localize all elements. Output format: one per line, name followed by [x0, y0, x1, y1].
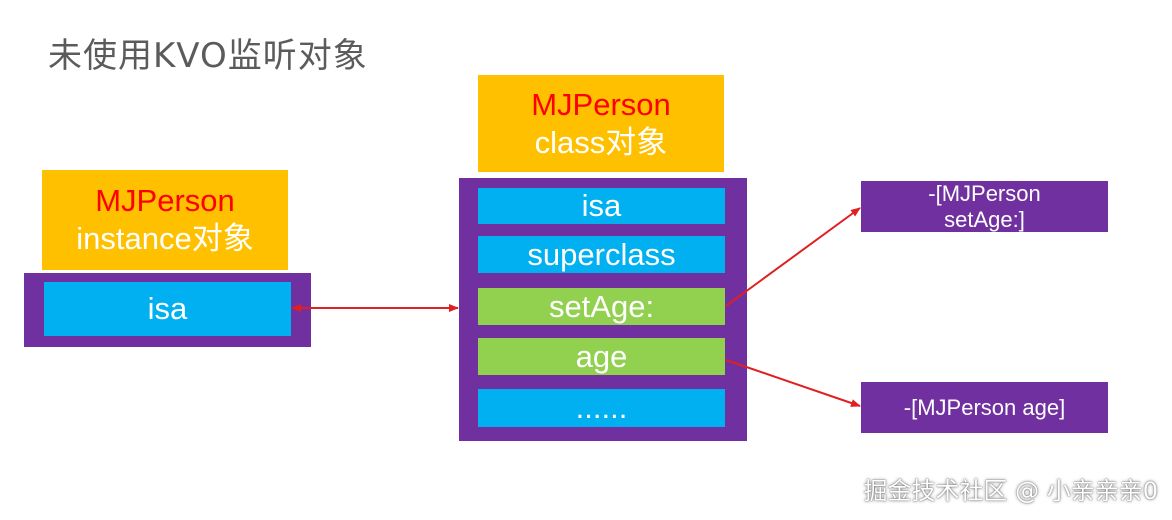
method-setage-line2: setAge:]: [944, 206, 1025, 232]
method-age-label: -[MJPerson age]: [903, 394, 1066, 420]
class-row-ellipsis-label: ......: [575, 390, 628, 425]
instance-kind-label: instance对象: [76, 221, 254, 256]
class-object-box: isa superclass setAge: age ......: [459, 178, 747, 441]
class-row-ellipsis: ......: [478, 389, 725, 427]
class-class-name: MJPerson: [531, 86, 671, 122]
instance-object-box: isa: [24, 273, 311, 347]
instance-isa-label: isa: [147, 291, 188, 326]
age-method-arrow: [725, 359, 861, 407]
class-row-isa-label: isa: [581, 188, 622, 223]
page-title: 未使用KVO监听对象: [48, 36, 368, 76]
method-age-box: -[MJPerson age]: [861, 382, 1108, 433]
setage-method-arrow: [725, 207, 861, 307]
class-row-setage-label: setAge:: [548, 288, 655, 324]
watermark: 掘金技术社区 @ 小亲亲亲0: [863, 477, 1158, 505]
class-row-superclass: superclass: [478, 236, 725, 273]
class-row-age-label: age: [575, 338, 628, 374]
class-row-superclass-label: superclass: [527, 236, 676, 272]
class-header: MJPerson class对象: [478, 75, 724, 172]
class-row-setage: setAge:: [478, 288, 725, 325]
class-kind-label: class对象: [534, 124, 668, 160]
class-row-age: age: [478, 338, 725, 375]
method-setage-line1: -[MJPerson: [928, 181, 1041, 206]
instance-class-name: MJPerson: [95, 183, 235, 218]
instance-isa-row: isa: [44, 282, 291, 336]
method-setage-box: -[MJPerson setAge:]: [861, 181, 1108, 232]
class-row-isa: isa: [478, 188, 725, 224]
instance-header: MJPerson instance对象: [42, 170, 288, 270]
